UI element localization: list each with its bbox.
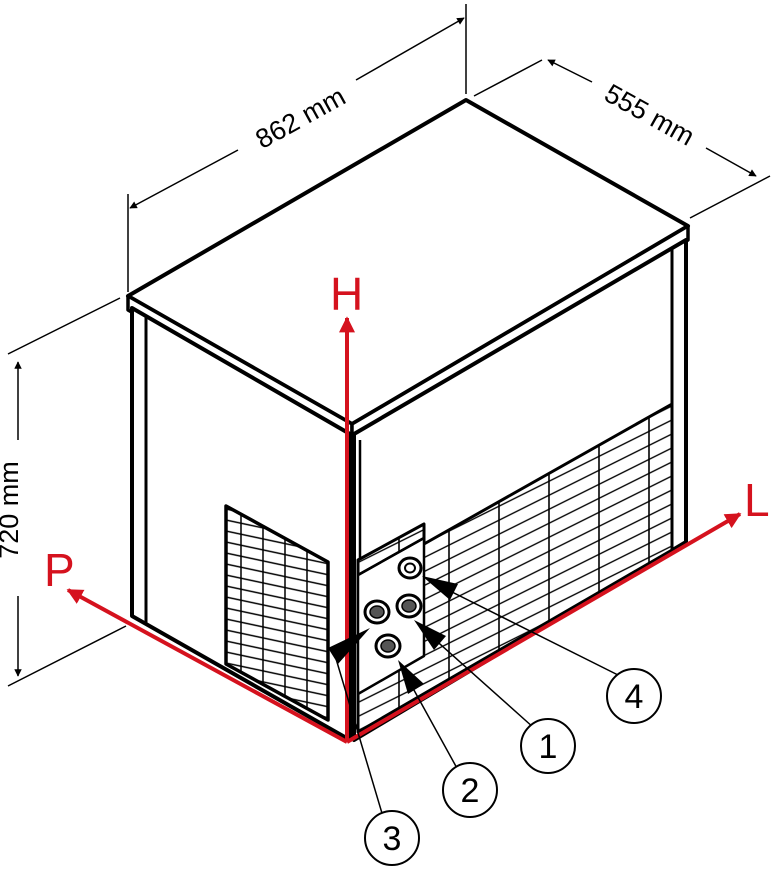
axis-l-line [345,512,742,744]
dimension-height: 720 mm [0,297,127,687]
callout-4-label: 4 [625,678,644,716]
axis-lines: H L P [44,268,770,744]
callout-4: 4 [422,576,662,724]
axis-p-line [66,588,348,744]
axis-h-label: H [330,268,363,320]
front-grille [356,402,674,734]
machine-body [126,98,690,742]
callout-3: 3 [328,628,420,866]
axis-l-label: L [744,474,770,526]
fitting-3 [363,599,391,625]
callout-2-label: 2 [461,772,480,810]
fitting-1 [395,593,423,619]
width-label: 862 mm [251,81,351,155]
axis-p-label: P [44,544,75,596]
fitting-4 [397,556,423,580]
grille-divider [357,536,425,577]
callout-1: 1 [414,620,576,774]
fitting-2 [374,633,402,659]
side-grille [224,504,330,722]
depth-label: 555 mm [600,78,700,152]
callout-3-label: 3 [383,820,402,858]
callout-2: 2 [398,660,498,818]
height-label: 720 mm [0,461,24,559]
callout-1-label: 1 [539,728,558,766]
